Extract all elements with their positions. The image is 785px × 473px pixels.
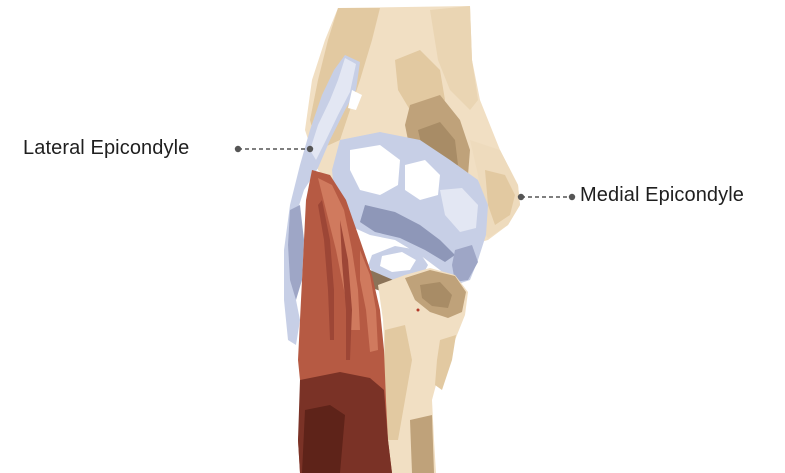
medial-leader-dot-start bbox=[518, 194, 524, 200]
medial-epicondyle-label: Medial Epicondyle bbox=[580, 183, 744, 207]
lateral-leader-dot-start bbox=[235, 146, 241, 152]
forearm-bones bbox=[378, 268, 468, 473]
lateral-epicondyle-label: Lateral Epicondyle bbox=[23, 136, 189, 160]
lateral-leader-dot-end bbox=[307, 146, 313, 152]
medial-leader-dot-end bbox=[569, 194, 575, 200]
